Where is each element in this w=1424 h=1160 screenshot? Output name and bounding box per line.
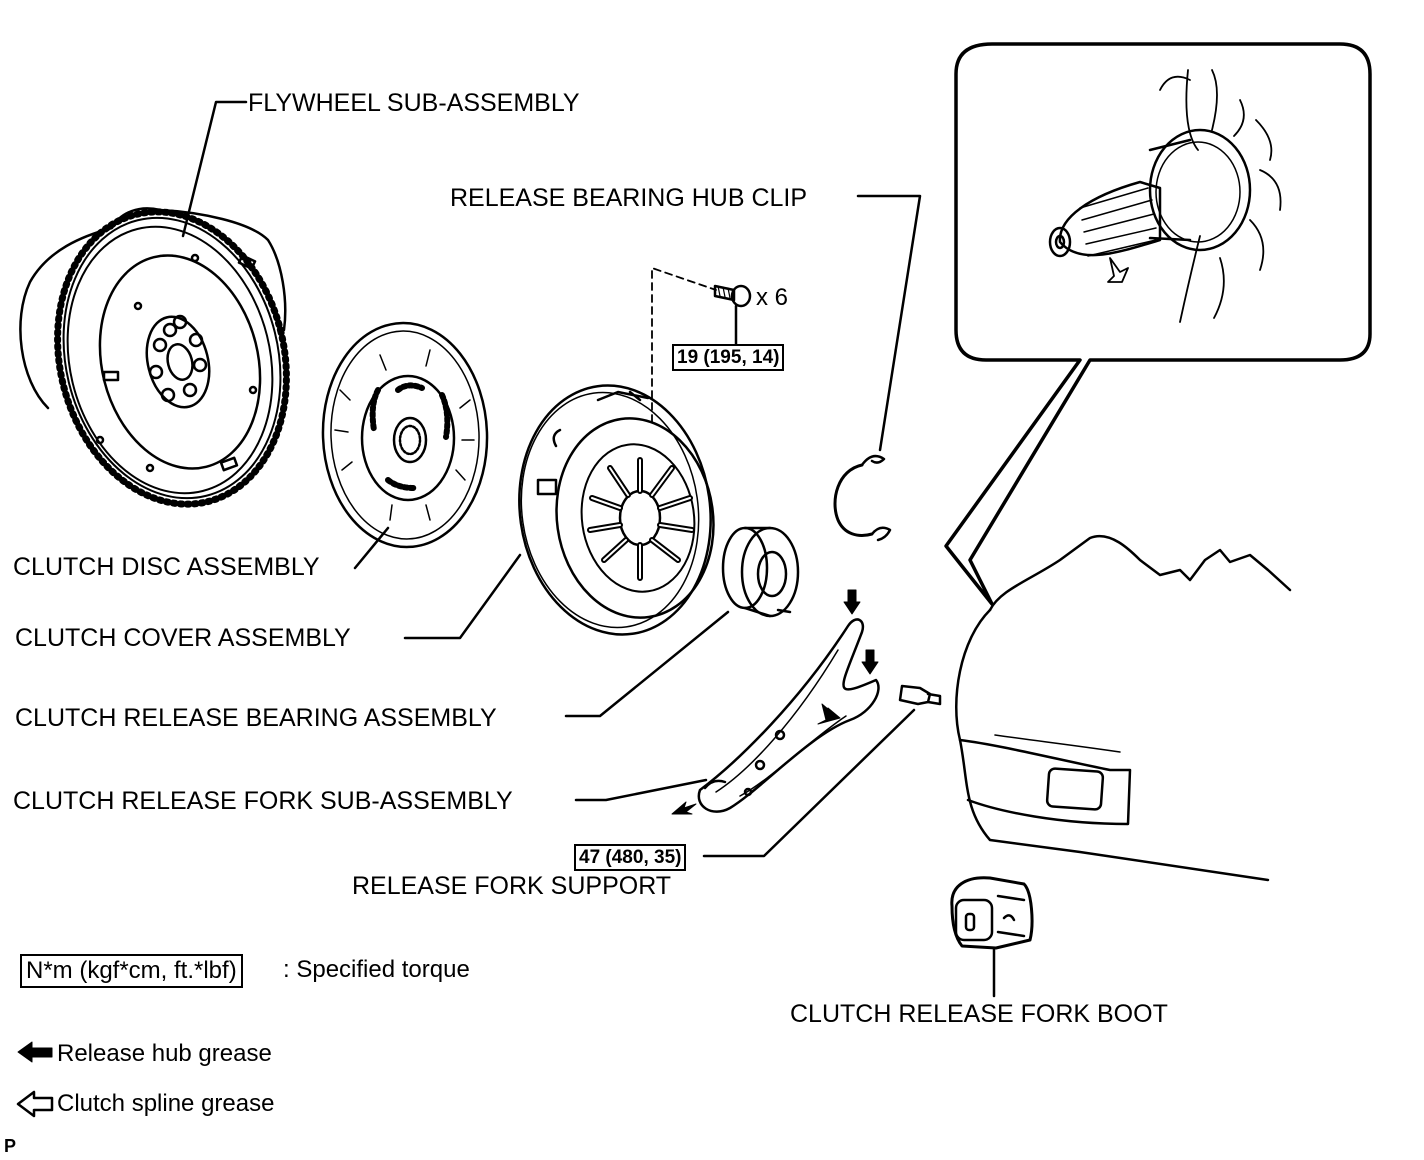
release-bearing-label: CLUTCH RELEASE BEARING ASSEMBLY: [15, 704, 497, 732]
torque-legend-text: : Specified torque: [283, 956, 470, 983]
transmission-housing-drawing: [955, 534, 1292, 882]
clutch-cover-drawing: [403, 267, 717, 640]
page-code: P: [4, 1136, 17, 1156]
cover-bolt-drawing: [713, 284, 752, 348]
flywheel-label: FLYWHEEL SUB-ASSEMBLY: [248, 89, 580, 117]
clutch-cover-label: CLUTCH COVER ASSEMBLY: [15, 624, 351, 652]
spline-grease-legend-text: Clutch spline grease: [57, 1090, 275, 1117]
hub-grease-legend-text: Release hub grease: [57, 1040, 272, 1067]
cover-bolt-torque-box: 19 (195, 14): [672, 344, 785, 371]
torque-unit-legend-box: N*m (kgf*cm, ft.*lbf): [20, 954, 243, 988]
clutch-disc-drawing: [321, 321, 489, 570]
input-shaft-detail-callout: [944, 42, 1372, 606]
hub-clip-label: RELEASE BEARING HUB CLIP: [450, 184, 808, 212]
fork-boot-drawing: [950, 876, 1034, 998]
release-hub-grease-arrow-icon: [17, 1041, 53, 1063]
clutch-disc-label: CLUTCH DISC ASSEMBLY: [13, 553, 320, 581]
legend-arrows: [16, 1041, 54, 1118]
bolt-count: x 6: [756, 284, 789, 311]
grease-arrows: [671, 589, 879, 815]
release-fork-drawing: [574, 618, 880, 813]
fork-support-label: RELEASE FORK SUPPORT: [352, 872, 672, 900]
fork-support-torque-box: 47 (480, 35): [574, 844, 687, 871]
hub-clip-drawing: [833, 194, 922, 542]
release-bearing-drawing: [564, 526, 800, 718]
fork-support-drawing: [702, 684, 942, 858]
release-fork-label: CLUTCH RELEASE FORK SUB-ASSEMBLY: [13, 787, 513, 815]
fork-boot-label: CLUTCH RELEASE FORK BOOT: [790, 1000, 1168, 1028]
flywheel-drawing: [19, 100, 290, 508]
clutch-spline-grease-arrow-icon: [16, 1090, 54, 1118]
